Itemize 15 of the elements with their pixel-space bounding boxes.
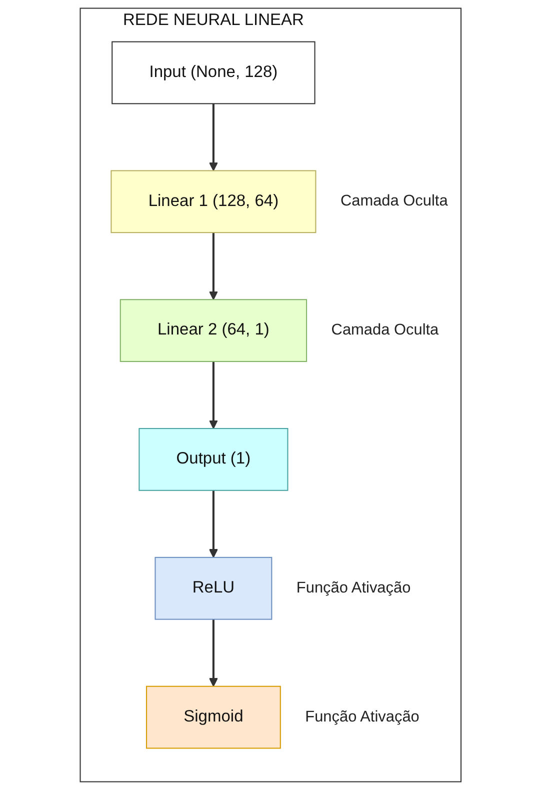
node-box: Linear 2 (64, 1): [120, 299, 307, 362]
arrow: [208, 490, 218, 558]
arrow: [208, 619, 218, 687]
node-box: Linear 1 (128, 64): [110, 170, 316, 234]
side-label: Função Ativação: [296, 579, 411, 596]
node-box: ReLU: [154, 556, 272, 620]
side-label: Camada Oculta: [340, 192, 448, 210]
arrow: [208, 104, 218, 172]
arrow: [208, 361, 218, 429]
node-box: Input (None, 128): [111, 41, 316, 104]
node-box: Output (1): [138, 428, 288, 491]
node-box: Sigmoid: [146, 686, 281, 749]
arrow: [208, 232, 218, 300]
side-label: Camada Oculta: [331, 322, 439, 339]
side-label: Função Ativação: [305, 708, 420, 726]
